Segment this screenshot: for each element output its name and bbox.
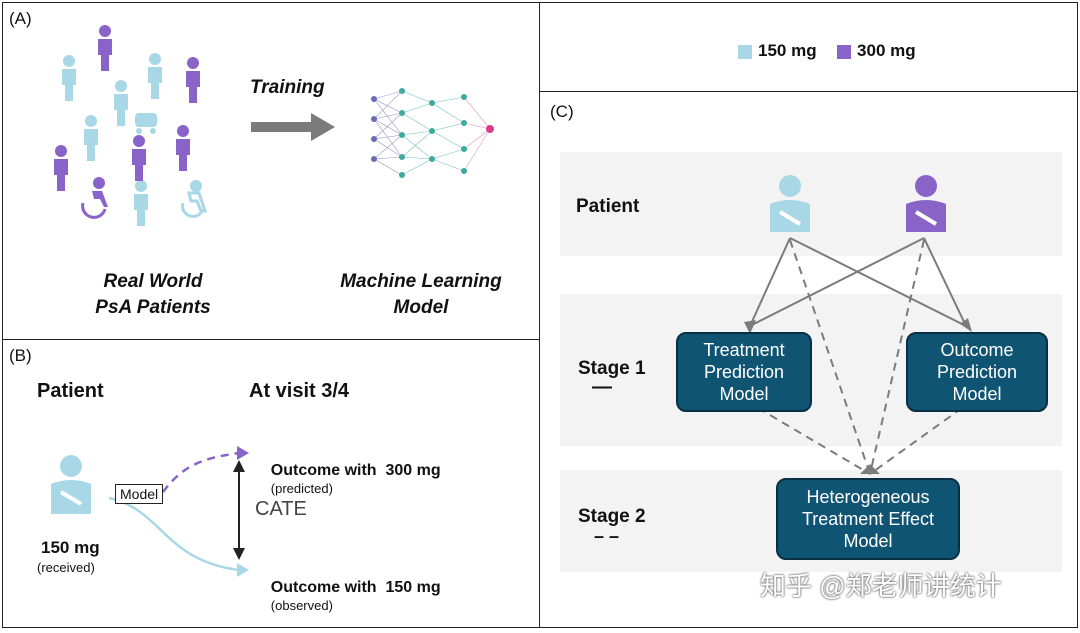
panel-b: (B) Patient At visit 3/4 150 mg (receive…: [2, 339, 540, 628]
outcome-150: Outcome with 150 mg (observed): [253, 561, 441, 633]
panel-a-label: (A): [9, 9, 32, 28]
panel-c-arrows: [744, 237, 972, 475]
model-box: Model: [115, 484, 164, 504]
dose-received-note: (received): [37, 560, 95, 575]
outcome-300: Outcome with 300 mg (predicted): [253, 444, 441, 516]
legend-item-300: 300 mg: [837, 41, 916, 61]
hte-box-line3: Model: [843, 531, 893, 551]
legend-swatch-150: [738, 44, 752, 59]
visit-heading: At visit 3/4: [249, 380, 350, 402]
outcome-150-note: (observed): [270, 598, 333, 613]
patients-crowd-icon: [54, 25, 208, 226]
model-caption: Machine Learning Model: [321, 269, 521, 321]
panel-c-label: (C): [550, 102, 574, 121]
training-arrow: [251, 113, 335, 141]
outcome-box-line1: Outcome: [940, 340, 1014, 360]
band-patient: [560, 152, 1062, 256]
neural-network-icon: [371, 88, 494, 178]
outcome-prediction-model-box: Outcome Prediction Model: [906, 332, 1048, 412]
row-stage1-label: Stage 1: [578, 358, 646, 379]
outcome-box-line2: Prediction: [936, 362, 1018, 382]
cate-label: CATE: [255, 498, 307, 520]
stage2-line-key: – –: [594, 526, 620, 546]
stage1-line-key: —: [592, 376, 612, 398]
treatment-prediction-model-box: Treatment Prediction Model: [676, 332, 812, 412]
model-caption-line1: Machine Learning: [340, 271, 502, 292]
legend-label-150: 150 mg: [758, 41, 817, 60]
treatment-box-line3: Model: [719, 384, 769, 404]
hte-box-line1: Heterogeneous: [806, 487, 930, 507]
patients-caption-line2: PsA Patients: [95, 297, 211, 318]
watermark: 知乎 @郑老师讲统计: [760, 571, 1002, 601]
treatment-box-line1: Treatment: [703, 340, 785, 360]
panel-b-label: (B): [9, 346, 32, 365]
patient-300-icon: [906, 175, 946, 232]
dose-received: 150 mg: [41, 538, 100, 557]
row-stage2-label: Stage 2: [578, 506, 646, 527]
legend-swatch-300: [837, 44, 852, 59]
patients-caption: Real World PsA Patients: [73, 269, 233, 321]
panel-a: (A) Tr: [2, 2, 540, 340]
legend-panel: 150 mg 300 mg: [539, 2, 1078, 92]
outcome-300-note: (predicted): [270, 481, 333, 496]
treatment-box-line2: Prediction: [703, 362, 785, 382]
training-label: Training: [250, 77, 325, 98]
legend: 150 mg 300 mg: [738, 41, 932, 61]
patient-icon: [51, 455, 91, 514]
patient-150-icon: [770, 175, 810, 232]
outcome-box-line3: Model: [952, 384, 1002, 404]
hte-model-box: Heterogeneous Treatment Effect Model: [776, 478, 960, 560]
hte-box-line2: Treatment Effect: [801, 509, 935, 529]
outcome-150-text: Outcome with 150 mg: [270, 579, 441, 596]
patient-heading: Patient: [37, 380, 104, 402]
model-caption-line2: Model: [393, 297, 449, 318]
legend-item-150: 150 mg: [738, 41, 817, 61]
legend-label-300: 300 mg: [857, 41, 916, 60]
row-patient-label: Patient: [576, 196, 640, 217]
panel-c: (C) Patient Stage 1 — Stage 2 – –: [539, 91, 1078, 628]
outcome-300-text: Outcome with 300 mg: [270, 462, 441, 479]
patients-caption-line1: Real World: [103, 271, 203, 292]
